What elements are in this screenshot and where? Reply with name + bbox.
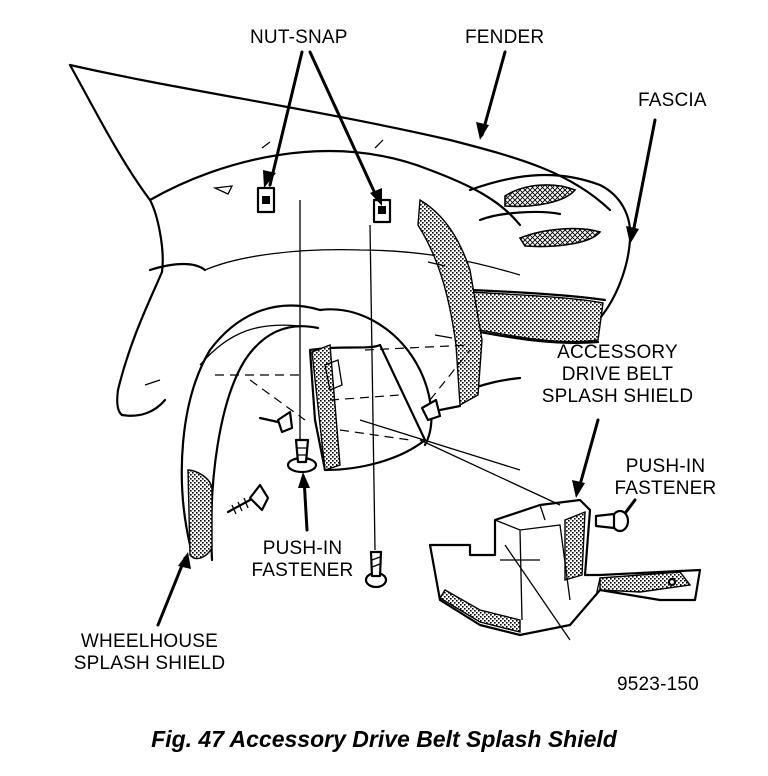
arrowhead	[370, 188, 382, 206]
label-line: SPLASH SHIELD	[73, 653, 226, 674]
arrowhead	[263, 170, 276, 188]
arrowhead	[476, 122, 489, 140]
arrowhead	[572, 480, 585, 498]
label-fascia: FASCIA	[638, 90, 707, 111]
label-line: PUSH-IN	[625, 456, 706, 477]
figure-caption: Fig. 47 Accessory Drive Belt Splash Shie…	[151, 726, 617, 752]
label-line: FASTENER	[614, 478, 717, 499]
label-accessory-drive-belt-splash-shield: ACCESSORY DRIVE BELT SPLASH SHIELD	[530, 342, 705, 408]
label-line: WHEELHOUSE	[80, 631, 219, 652]
label-fender: FENDER	[465, 27, 545, 48]
accessory-drive-belt-splash-shield	[428, 498, 702, 637]
screw-mid-left	[258, 410, 294, 434]
assembly-lines	[299, 200, 571, 641]
screw-left	[226, 483, 270, 515]
arrowhead	[626, 226, 639, 244]
label-push-in-fastener-center: PUSH-IN FASTENER	[240, 538, 365, 582]
nut-snap-left	[256, 186, 276, 214]
screw-bottom-center	[364, 550, 388, 589]
installed-shield-outline	[308, 343, 427, 472]
figure-number: 9523-150	[617, 674, 699, 695]
push-in-fastener-right	[594, 509, 630, 533]
label-push-in-fastener-right: PUSH-IN FASTENER	[608, 456, 723, 500]
arrowhead	[178, 552, 191, 569]
push-in-fastener-center	[286, 438, 318, 474]
wheelhouse-liner	[417, 198, 483, 407]
arrowhead	[298, 472, 310, 488]
callout-arrows	[156, 50, 657, 627]
label-line: PUSH-IN	[262, 538, 343, 559]
label-nut-snap: NUT-SNAP	[250, 27, 348, 48]
label-line: ACCESSORY	[557, 342, 678, 363]
label-line: DRIVE BELT	[561, 364, 674, 385]
wheelhouse-splash-shield	[180, 304, 433, 562]
label-line: SPLASH SHIELD	[541, 386, 694, 407]
screw-right	[420, 398, 462, 422]
label-wheelhouse-splash-shield: WHEELHOUSE SPLASH SHIELD	[62, 631, 237, 675]
label-line: FASTENER	[251, 560, 354, 581]
